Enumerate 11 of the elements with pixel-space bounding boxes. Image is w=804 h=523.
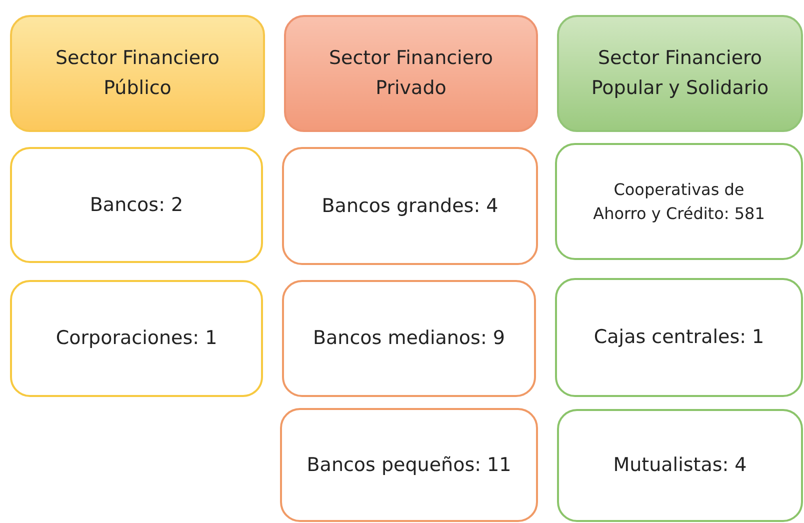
entity-count-box: Bancos: 2 (10, 147, 263, 263)
entity-count-box: Bancos pequeños: 11 (280, 408, 538, 522)
sector-header-box: Sector Financiero Privado (284, 15, 538, 132)
entity-count-box: Bancos medianos: 9 (282, 280, 536, 397)
entity-count-box: Corporaciones: 1 (10, 280, 263, 397)
entity-count-box: Cajas centrales: 1 (555, 278, 803, 397)
entity-count-box: Cooperativas de Ahorro y Crédito: 581 (555, 143, 803, 260)
sector-header-box: Sector Financiero Público (10, 15, 265, 132)
entity-count-box: Mutualistas: 4 (557, 409, 803, 522)
sector-header-box: Sector Financiero Popular y Solidario (557, 15, 803, 132)
entity-count-box: Bancos grandes: 4 (282, 147, 538, 265)
